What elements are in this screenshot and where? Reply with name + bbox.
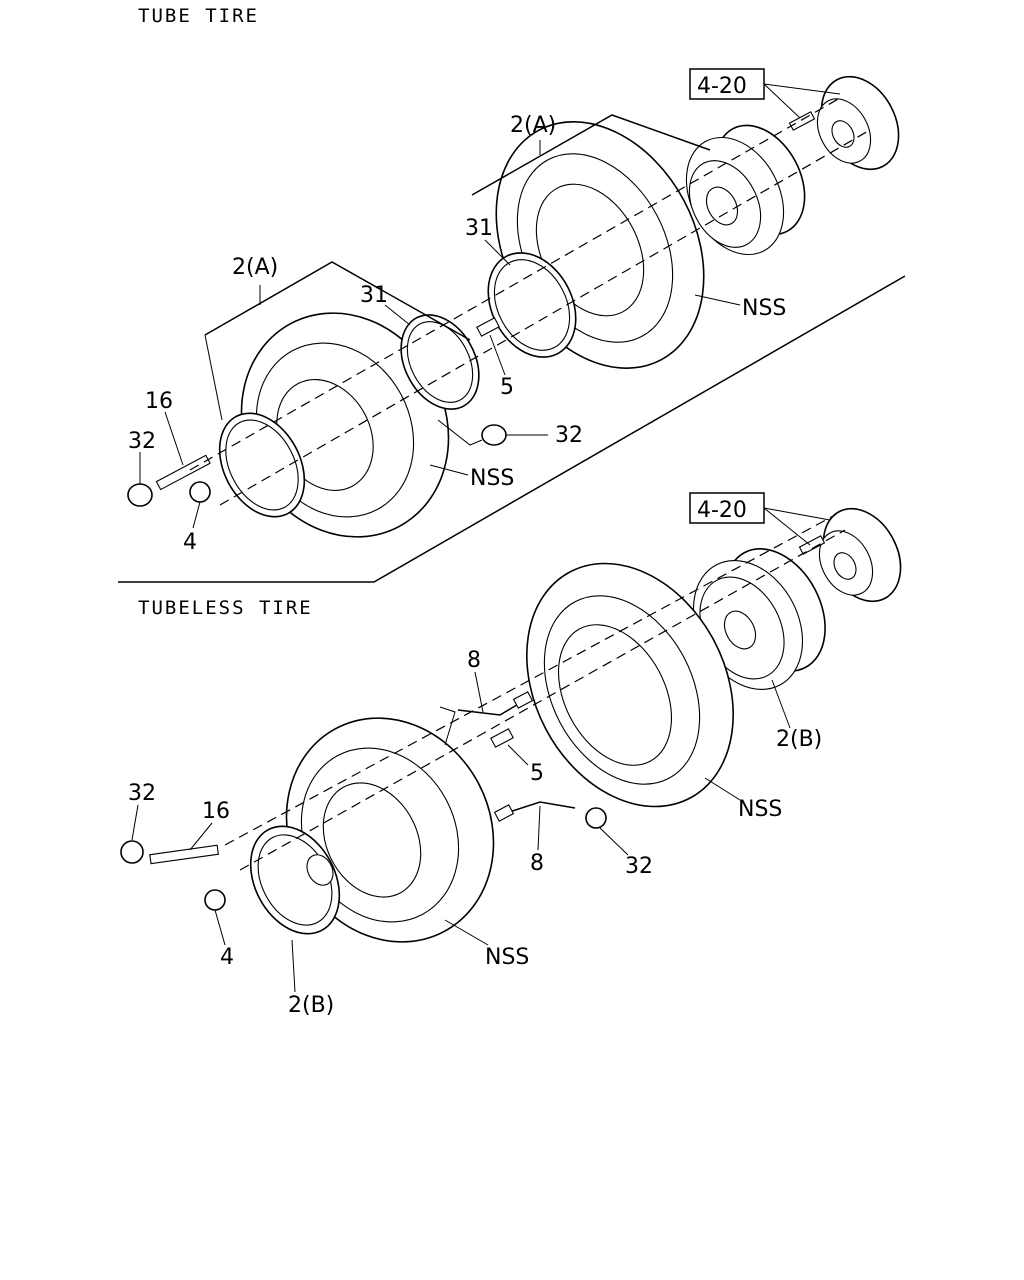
axis-line-top-b — [219, 129, 871, 506]
leader-31-front — [384, 304, 411, 326]
hub-bolt-top — [788, 111, 816, 131]
hub-top — [816, 75, 900, 171]
ref-label-4-20-bottom: 4-20 — [697, 498, 747, 523]
leader-32-right-bottom — [599, 827, 629, 856]
leader-nss-front — [429, 464, 469, 476]
valve-5-top — [476, 317, 500, 337]
extension-valve-8-bottom — [493, 801, 576, 822]
leader-8-top-bottom — [474, 671, 484, 713]
leader-16-top — [164, 411, 184, 466]
label-32-left-bottom: 32 — [128, 781, 156, 806]
leader-4-20-top-a — [763, 83, 841, 95]
label-32-left-top: 32 — [128, 429, 156, 454]
label-16-top: 16 — [145, 389, 173, 414]
rear-tire-bottom — [526, 562, 734, 808]
leader-4-top — [192, 501, 201, 529]
front-wheel-rim-top — [218, 412, 306, 518]
leader-5-bottom — [507, 744, 529, 766]
tube-tire-section-title: TUBE TIRE — [138, 5, 259, 27]
axis-line-bottom-b — [224, 514, 836, 846]
rear-wheel-rim-top — [685, 124, 806, 256]
axis-line-top-a — [189, 97, 841, 471]
label-2b-rear: 2(B) — [776, 727, 822, 752]
label-nss-front-bottom: NSS — [485, 945, 529, 970]
tubeless-tire-section-title: TUBELESS TIRE — [138, 597, 313, 619]
label-nss-rear: NSS — [742, 296, 786, 321]
nut-4-bottom — [204, 889, 226, 911]
leader-5-top — [489, 334, 506, 376]
leader-nss-front-bottom — [444, 919, 489, 946]
nut-32-left-top — [127, 483, 153, 507]
label-31-front: 31 — [360, 283, 388, 308]
hub-bolt-bottom — [798, 535, 826, 555]
leader-4-20-bottom-a — [763, 507, 831, 521]
label-5-top: 5 — [500, 375, 514, 400]
axis-line-bottom-a — [239, 529, 846, 871]
front-disc-wheel-bottom — [249, 825, 341, 935]
leader-4-bottom — [214, 909, 226, 946]
leader-2b-front — [291, 939, 296, 993]
section-divider-line — [118, 275, 906, 583]
valve-5-bottom — [490, 728, 514, 748]
bolt-16-bottom — [149, 844, 219, 865]
tubeless-tire-assembly — [120, 507, 902, 943]
bracket-2a-front-drop — [204, 334, 223, 421]
bracket-2a-rear — [471, 114, 711, 196]
rear-side-ring-top — [487, 252, 577, 358]
label-8-bottom: 8 — [530, 851, 544, 876]
leader-2b-rear — [771, 679, 791, 729]
leader-31-rear — [484, 239, 511, 266]
label-32-right-bottom: 32 — [625, 854, 653, 879]
leader-nss-rear-bottom — [704, 777, 741, 801]
leader-32-left-bottom — [131, 804, 139, 841]
label-32-right-top: 32 — [555, 423, 583, 448]
leader-32-bracket-top — [437, 419, 483, 446]
label-nss-rear-bottom: NSS — [738, 797, 782, 822]
bracket-2a-front — [204, 261, 471, 341]
label-4-top: 4 — [183, 530, 197, 555]
leader-16-bottom — [189, 822, 213, 851]
leader-8-bracket-bottom — [439, 706, 456, 746]
nut-32-right-top — [481, 424, 507, 446]
leader-nss-rear — [694, 294, 741, 306]
tube-tire-assembly — [127, 75, 900, 538]
leader-8-bottom — [537, 805, 541, 851]
leader-4-20-top-b — [763, 83, 801, 119]
label-8-top-bottom: 8 — [467, 648, 481, 673]
label-2a-rear: 2(A) — [510, 113, 556, 138]
label-4-bottom: 4 — [220, 945, 234, 970]
hub-bottom — [818, 507, 902, 603]
nut-32-right-bottom — [585, 807, 607, 829]
label-5-bottom: 5 — [530, 761, 544, 786]
label-31-rear: 31 — [465, 216, 493, 241]
nut-4-top — [189, 481, 211, 503]
label-2a-front: 2(A) — [232, 255, 278, 280]
label-16-bottom: 16 — [202, 799, 230, 824]
nut-32-left-bottom — [120, 840, 144, 864]
ref-label-4-20-top: 4-20 — [697, 74, 747, 99]
label-nss-front: NSS — [470, 466, 514, 491]
label-2b-front: 2(B) — [288, 993, 334, 1018]
leader-4-20-bottom-b — [763, 507, 811, 546]
